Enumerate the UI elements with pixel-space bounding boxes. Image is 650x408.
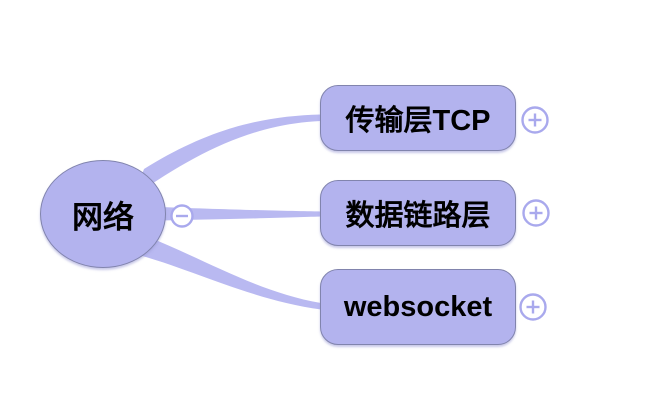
expand-button-websocket[interactable] (519, 293, 547, 321)
child-node-label: 数据链路层 (345, 200, 491, 232)
child-node-label: websocket (343, 290, 493, 323)
collapse-button[interactable] (170, 204, 194, 228)
plus-icon (519, 293, 547, 321)
child-node-label: 传输层TCP (345, 105, 491, 137)
expand-button-datalink[interactable] (522, 199, 550, 227)
root-node[interactable]: 网络 (40, 160, 166, 268)
plus-icon (521, 106, 549, 134)
plus-icon (522, 199, 550, 227)
child-node-datalink[interactable]: 数据链路层 (320, 180, 516, 246)
branch-to-child-1 (134, 114, 321, 196)
child-node-tcp[interactable]: 传输层TCP (320, 85, 516, 151)
branch-to-child-2 (160, 207, 321, 221)
branch-to-child-3 (131, 236, 321, 310)
minus-icon (170, 204, 194, 228)
child-node-websocket[interactable]: websocket (320, 269, 516, 345)
expand-button-tcp[interactable] (521, 106, 549, 134)
root-node-label: 网络 (72, 199, 134, 235)
